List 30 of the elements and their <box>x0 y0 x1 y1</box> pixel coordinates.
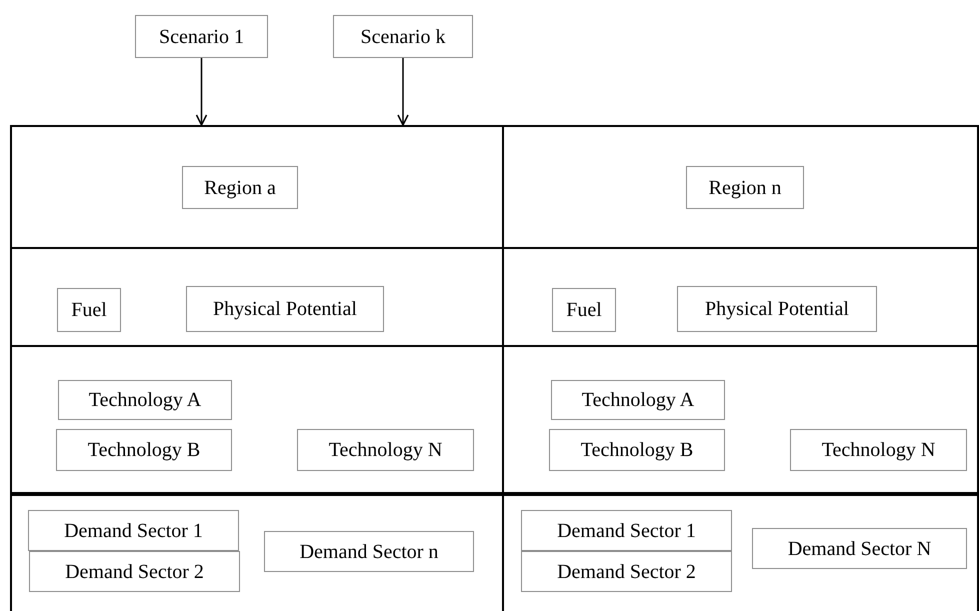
label-box: Scenario k <box>333 15 473 58</box>
label-box: Demand Sector 2 <box>29 551 240 592</box>
arrow <box>196 58 208 126</box>
label-box: Technology A <box>551 380 725 420</box>
label-box: Demand Sector 2 <box>521 551 732 592</box>
label-box: Demand Sector n <box>264 531 474 572</box>
label-box: Technology N <box>297 429 474 471</box>
label-box: Technology B <box>549 429 725 471</box>
table-cell <box>10 125 502 247</box>
label-box: Demand Sector N <box>752 528 967 569</box>
label-box: Demand Sector 1 <box>521 510 732 551</box>
table-cell <box>502 125 979 247</box>
table-cell <box>502 345 979 492</box>
label-box: Scenario 1 <box>135 15 268 58</box>
label-box: Physical Potential <box>186 286 384 332</box>
label-box: Technology B <box>56 429 232 471</box>
label-box: Physical Potential <box>677 286 877 332</box>
table-cell <box>10 247 502 345</box>
table-cell <box>10 345 502 492</box>
arrow <box>397 58 409 126</box>
label-box: Region n <box>686 166 804 209</box>
table-cell <box>502 247 979 345</box>
label-box: Fuel <box>552 288 616 332</box>
label-box: Region a <box>182 166 298 209</box>
label-box: Demand Sector 1 <box>28 510 239 551</box>
label-box: Technology N <box>790 429 967 471</box>
label-box: Technology A <box>58 380 232 420</box>
table-cell <box>10 492 502 611</box>
table-cell <box>502 492 979 611</box>
label-box: Fuel <box>57 288 121 332</box>
